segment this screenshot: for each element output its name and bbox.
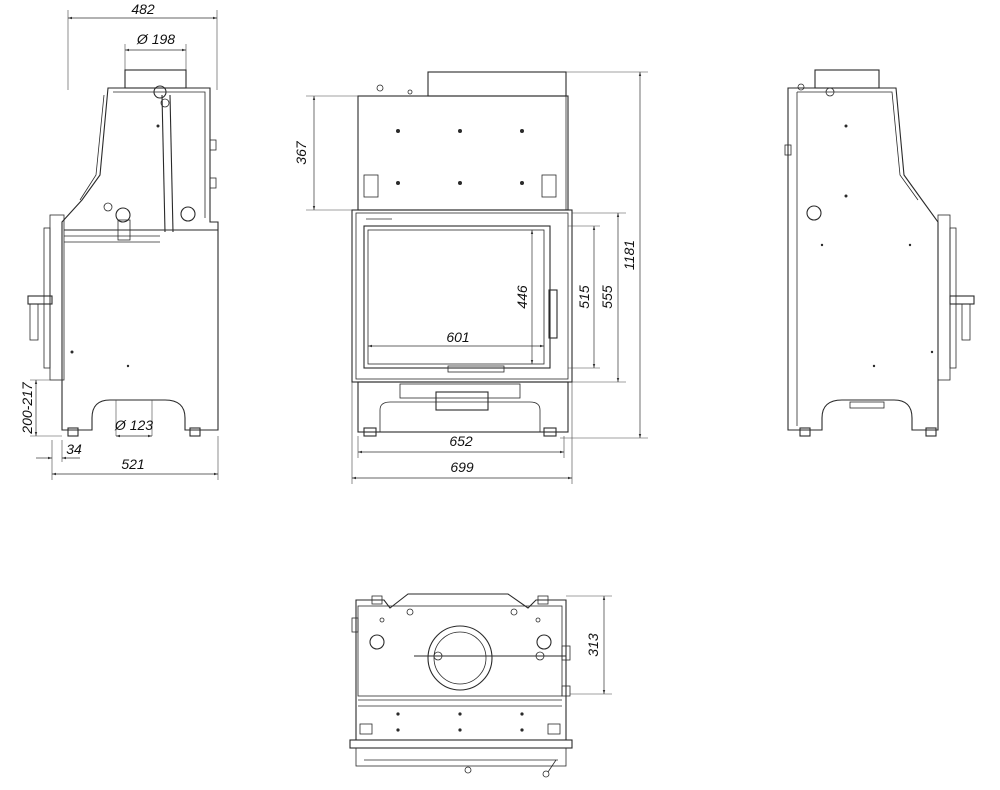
dim-total-height: 1181 <box>621 240 637 270</box>
dim-door-height-outer: 555 <box>599 285 615 309</box>
dim-air-inlet: Ø 123 <box>114 417 153 433</box>
dim-leg-height: 200-217 <box>19 381 35 435</box>
dim-glass-width: 601 <box>446 329 469 345</box>
left-side-view: 482 Ø 198 <box>19 1 219 480</box>
front-view: 367 446 601 515 555 1181 652 699 <box>293 71 648 484</box>
dim-door-height-inner: 515 <box>576 285 592 309</box>
dim-side-depth-top: 482 <box>131 1 155 17</box>
dim-glass-height: 446 <box>514 285 530 309</box>
top-view: 313 <box>349 593 612 778</box>
dim-door-width: 652 <box>449 433 473 449</box>
dim-foot-offset: 34 <box>66 441 82 457</box>
dim-top-view-depth: 313 <box>585 633 601 657</box>
right-side-view <box>784 69 975 437</box>
dim-flue-side: Ø 198 <box>136 31 175 47</box>
dim-total-width: 699 <box>450 459 474 475</box>
dim-front-top-height: 367 <box>293 140 309 165</box>
dim-side-depth-base: 521 <box>121 456 144 472</box>
